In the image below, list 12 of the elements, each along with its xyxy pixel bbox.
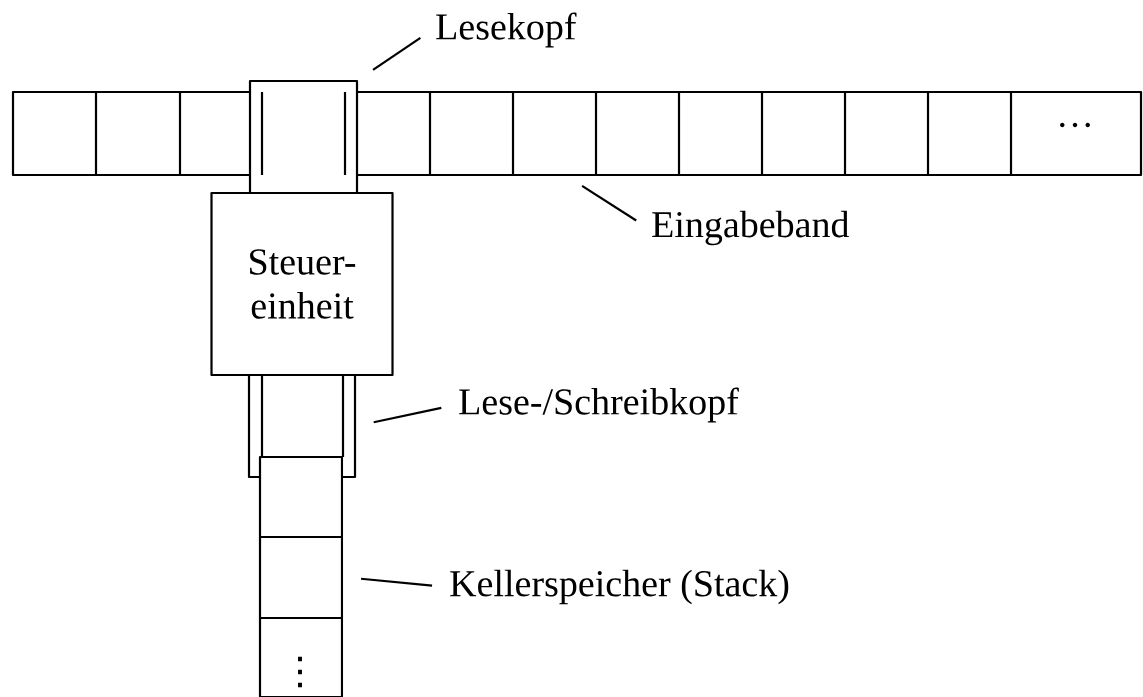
callout-text: Lese-/Schreibkopf [459, 387, 739, 423]
leader-line [372, 36, 421, 71]
callout-text: Lesekopf [436, 12, 577, 48]
leader-line [581, 184, 637, 222]
stack-column [258, 455, 344, 697]
ellipsis: … [1060, 122, 1090, 128]
leader-line [360, 577, 433, 587]
callout-text: Kellerspeicher (Stack) [450, 569, 789, 605]
read-head [248, 79, 359, 195]
ellipsis: ⋮ [298, 656, 302, 688]
callout-text: Eingabeband [652, 210, 850, 246]
leader-line [373, 406, 442, 424]
